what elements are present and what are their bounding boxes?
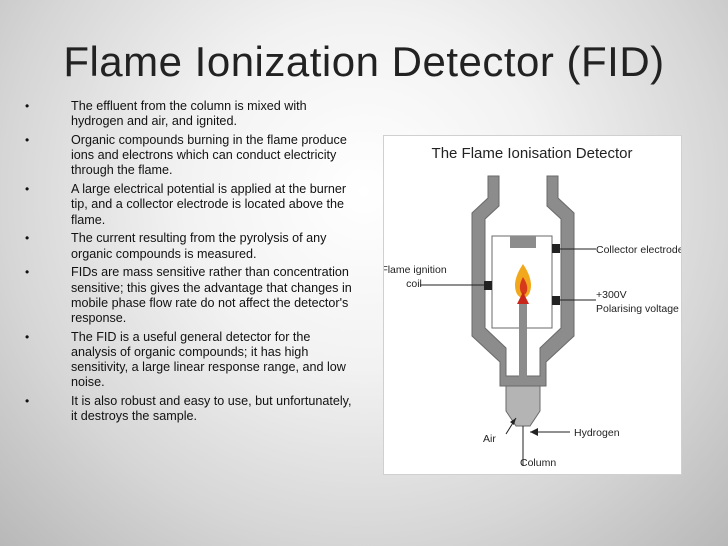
bullet-item: • A large electrical potential is applie… <box>22 182 352 228</box>
bullet-item: • The FID is a useful general detector fo… <box>22 330 352 391</box>
bullet-item: • Organic compounds burning in the flame … <box>22 133 352 179</box>
hydrogen-label: Hydrogen <box>574 427 620 439</box>
bullet-item: • It is also robust and easy to use, but… <box>22 394 352 424</box>
bullet-item: • The current resulting from the pyrolysi… <box>22 231 352 261</box>
voltage-label: Polarising voltage <box>596 303 679 315</box>
bullet-text: The effluent from the column is mixed wi… <box>71 99 307 129</box>
air-label: Air <box>483 433 496 445</box>
burner-tip <box>517 292 529 304</box>
bullet-symbol: • <box>25 231 30 246</box>
bullet-symbol: • <box>25 394 30 409</box>
bullet-item: • FIDs are mass sensitive rather than con… <box>22 265 352 326</box>
bullet-symbol: • <box>25 329 30 344</box>
burner-tube <box>519 301 527 421</box>
slide-title: Flame Ionization Detector (FID) <box>63 38 665 85</box>
bullet-text: FIDs are mass sensitive rather than conc… <box>71 265 352 326</box>
flame-core <box>519 277 528 295</box>
bullet-symbol: • <box>25 133 30 147</box>
bullet-symbol: • <box>25 265 30 280</box>
bullet-item: • The effluent from the column is mixed w… <box>22 99 352 129</box>
voltage-value: +300V <box>596 289 627 301</box>
bullet-symbol: • <box>25 182 30 197</box>
bullet-text: Organic compounds burning in the flame p… <box>71 133 347 178</box>
lower-body <box>505 385 541 427</box>
bullet-text: A large electrical potential is applied … <box>71 182 347 227</box>
bullet-symbol: • <box>25 99 30 113</box>
ignition-label-line1: Flame ignition <box>384 264 447 276</box>
fid-diagram: The Flame Ionisation Detector Collector … <box>383 135 682 475</box>
bullet-text: The FID is a useful general detector for… <box>71 329 346 390</box>
collector-contact <box>552 244 560 253</box>
detector-housing <box>471 175 575 387</box>
fid-diagram-svg: The Flame Ionisation Detector Collector … <box>384 145 681 469</box>
collector-electrode <box>510 236 536 248</box>
voltage-contact <box>552 296 560 305</box>
ignition-label-line2: coil <box>406 278 422 290</box>
collector-label: Collector electrode <box>596 244 681 256</box>
ignition-contact <box>484 281 492 290</box>
bullet-text: The current resulting from the pyrolysis… <box>71 231 327 261</box>
bullet-text: It is also robust and easy to use, but u… <box>71 394 352 424</box>
bullet-list: • The effluent from the column is mixed w… <box>22 99 352 428</box>
column-label: Column <box>520 457 556 469</box>
diagram-title: The Flame Ionisation Detector <box>432 145 633 162</box>
